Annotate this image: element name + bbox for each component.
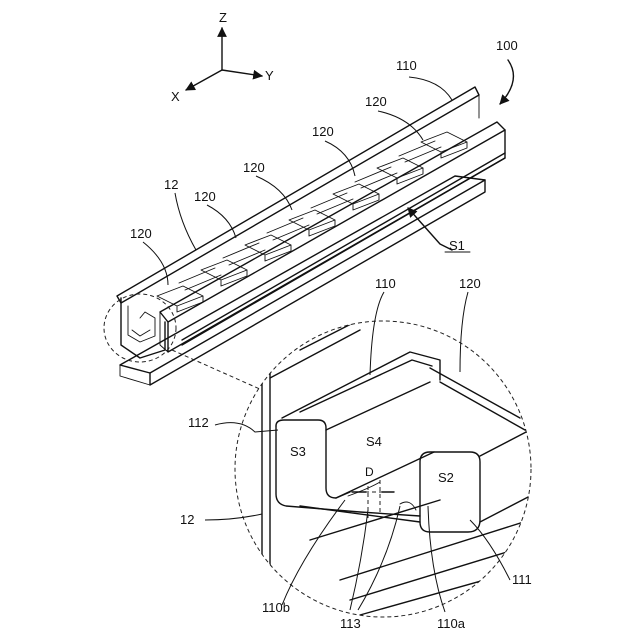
cross-beam xyxy=(289,210,335,236)
x-axis-label: X xyxy=(171,89,180,104)
leader-110 xyxy=(409,77,452,100)
leader-113-b xyxy=(358,506,400,610)
label-detail-12: 12 xyxy=(180,512,194,527)
label-120: 120 xyxy=(130,226,152,241)
label-120: 120 xyxy=(365,94,387,109)
end-profile-inner xyxy=(128,306,155,342)
detail-beam-edge xyxy=(440,382,525,430)
end-profile-groove xyxy=(132,330,150,336)
label-110: 110 xyxy=(396,58,417,73)
label-113: 113 xyxy=(340,616,361,631)
label-100: 100 xyxy=(496,38,518,53)
leader-120-a xyxy=(378,111,423,140)
x-axis-arrow xyxy=(186,70,222,90)
detail-profile-right-depth xyxy=(480,430,530,522)
leader-110b xyxy=(282,500,345,605)
detail-beam-top xyxy=(430,368,520,418)
label-110a: 110a xyxy=(437,616,466,631)
detail-wall-top xyxy=(270,318,400,378)
label-s4: S4 xyxy=(366,434,382,449)
y-axis-label: Y xyxy=(265,68,274,83)
label-detail-110: 110 xyxy=(375,276,396,291)
coordinate-axes: Z Y X xyxy=(171,10,274,104)
cross-beam xyxy=(421,132,467,158)
leader-12 xyxy=(175,193,196,250)
leader-detail-112 xyxy=(215,423,278,432)
label-s3: S3 xyxy=(290,444,306,459)
detail-profile-left xyxy=(276,420,350,498)
label-detail-120: 120 xyxy=(459,276,481,291)
label-120: 120 xyxy=(312,124,334,139)
leader-detail-12 xyxy=(205,514,262,520)
label-s2: S2 xyxy=(438,470,454,485)
detail-rail-inner-edge xyxy=(300,360,432,412)
label-120: 120 xyxy=(243,160,265,175)
label-110b: 110b xyxy=(262,600,290,615)
label-111: 111 xyxy=(512,572,532,587)
base-plate-end xyxy=(120,365,150,385)
cross-beam xyxy=(201,260,247,286)
z-axis-label: Z xyxy=(219,10,227,25)
label-112: 112 xyxy=(188,415,209,430)
label-d: D xyxy=(365,465,374,479)
label-12: 12 xyxy=(164,177,178,192)
leader-detail-110 xyxy=(370,292,384,375)
label-120: 120 xyxy=(194,189,216,204)
cross-beam xyxy=(245,235,291,261)
leader-110a xyxy=(428,506,445,612)
leader-120-d xyxy=(207,205,236,238)
leader-120-b xyxy=(325,141,355,176)
label-s1: S1 xyxy=(449,238,465,253)
detail-profile-base xyxy=(276,426,420,516)
front-rail-top xyxy=(160,122,505,322)
detail-base-lines xyxy=(340,520,530,615)
detail-bottom-flange xyxy=(300,506,420,522)
detail-view xyxy=(205,292,531,620)
cross-beam xyxy=(157,286,203,312)
detail-callout-leader xyxy=(172,350,262,390)
leader-detail-120 xyxy=(460,292,468,372)
y-axis-arrow xyxy=(222,70,262,76)
assembly-arrow xyxy=(500,60,513,104)
side-wall-top-lip xyxy=(117,87,479,303)
